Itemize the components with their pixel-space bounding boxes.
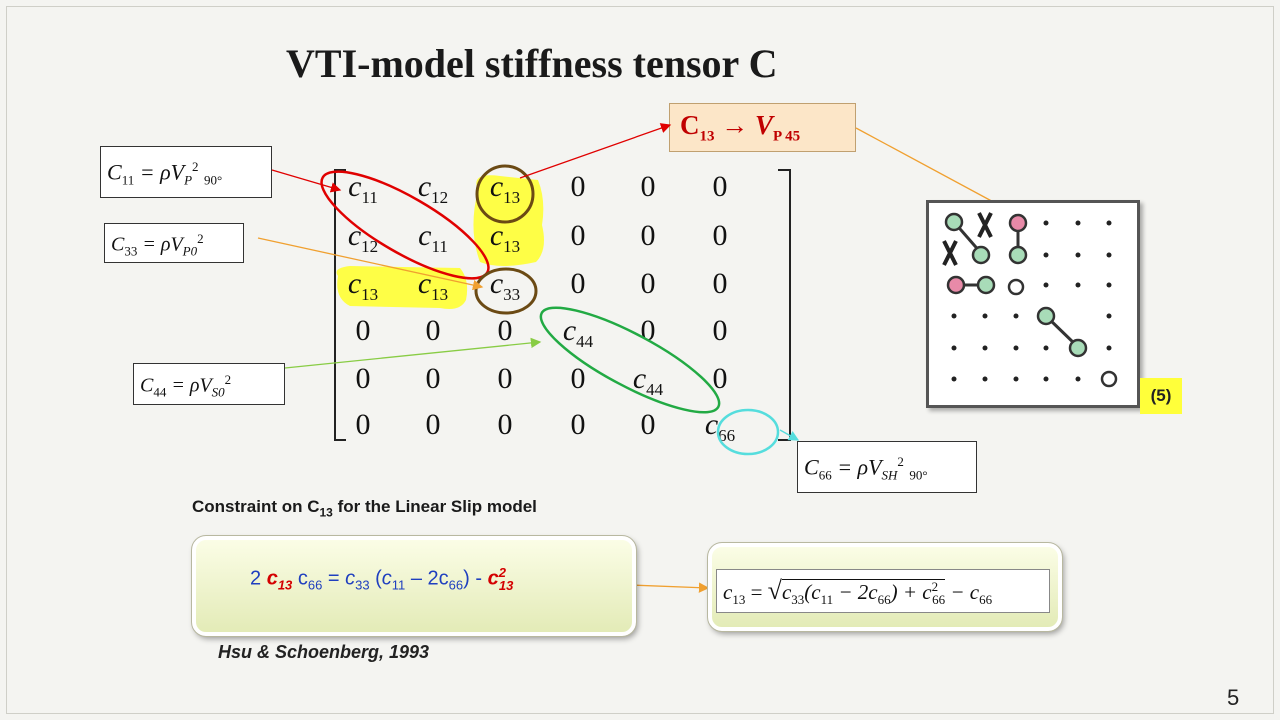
matrix-cell-2-1: c12 [348,219,378,256]
constraint-equation-panel [191,535,637,637]
symmetry-grid-graphic [942,212,1118,388]
matrix-cell-5-2: 0 [426,362,441,395]
equation-number: (5) [1140,378,1182,414]
arrow-c11 [271,169,342,193]
matrix-cell-5-6: 0 [713,362,728,395]
matrix-cell-6-6: c66 [705,408,735,445]
matrix-cell-3-1: c13 [348,267,378,304]
grid-dot [1106,345,1112,351]
arrow-c66 [779,429,800,441]
grid-dot [1075,220,1081,226]
arrow-c33 [257,237,484,291]
matrix-cell-6-4: 0 [571,408,586,441]
grid-dot [1075,282,1081,288]
matrix-cell-5-4: 0 [571,362,586,395]
arrow-c44 [284,337,542,369]
grid-dot [1106,252,1112,258]
matrix-cell-4-1: 0 [356,314,371,347]
matrix-cell-1-6: 0 [713,170,728,203]
grid-dot [1043,345,1049,351]
matrix-cell-2-2: c11 [418,219,448,256]
c13-vp45-box: C13 → VP 45 [669,103,856,152]
grid-dot [1043,252,1049,258]
arrow-vp45-to-grid [855,127,1014,213]
matrix-left-bracket [334,169,346,441]
matrix-cell-1-3: c13 [490,170,520,207]
grid-dot [1043,220,1049,226]
formula-c44: C44 = ρVS02 [133,363,285,405]
slide-frame [6,6,1274,714]
matrix-cell-6-1: 0 [356,408,371,441]
brown-ellipse-c33 [474,267,538,315]
constraint-label: Constraint on C13 for the Linear Slip mo… [192,497,537,520]
matrix-cell-2-5: 0 [641,219,656,252]
brown-circle-c13 [475,164,535,224]
page-number: 5 [1227,685,1240,710]
matrix-cell-3-6: 0 [713,267,728,300]
symmetry-grid [926,200,1140,408]
arrow-c13-to-vp45 [519,123,672,179]
matrix-cell-2-3: c13 [490,219,520,256]
formula-c66: C66 = ρVSH2 90° [797,441,977,493]
matrix-cell-4-4: c44 [563,314,594,351]
matrix-cell-4-2: 0 [426,314,441,347]
matrix-cell-5-1: 0 [356,362,371,395]
matrix-cell-3-3: c33 [490,267,520,304]
grid-dot [1043,282,1049,288]
formula-c33: C33 = ρVP02 [104,223,244,263]
matrix-cell-1-2: c12 [418,170,448,207]
matrix-cell-3-2: c13 [418,267,448,304]
grid-dot [1043,376,1049,382]
matrix-right-bracket [778,169,791,441]
matrix-cell-1-4: 0 [571,170,586,203]
grid-dot [1106,313,1112,319]
matrix-cell-3-5: 0 [641,267,656,300]
grid-dot [1106,282,1112,288]
grid-dot [1075,252,1081,258]
matrix-cell-6-3: 0 [498,408,513,441]
matrix-cell-6-5: 0 [641,408,656,441]
grid-dot [982,345,988,351]
matrix-cell-2-6: 0 [713,219,728,252]
grid-dot [1106,220,1112,226]
slide-title: VTI-model stiffness tensor C [286,41,778,86]
grid-dot [1013,345,1019,351]
grid-dot [1075,376,1081,382]
grid-dot [1013,313,1019,319]
matrix-cell-2-4: 0 [571,219,586,252]
grid-dot [982,313,988,319]
formula-c11: C11 = ρVP2 90° [100,146,272,198]
grid-dot [1013,376,1019,382]
grid-dot [951,313,957,319]
grid-dot [982,376,988,382]
matrix-cell-5-3: 0 [498,362,513,395]
green-ellipse-c44 [539,306,721,414]
solution-formula: c13 = √c33(c11 − 2c66) + c266 − c66 [716,569,1050,613]
constraint-equation: 2 c13 c66 = c33 (c11 – 2c66) - c213 [250,565,514,593]
matrix-cell-1-5: 0 [641,170,656,203]
grid-dot [951,376,957,382]
citation: Hsu & Schoenberg, 1993 [218,642,430,662]
matrix-cell-1-1: c11 [348,170,378,207]
matrix-cell-4-3: 0 [498,314,513,347]
matrix-cell-3-4: 0 [571,267,586,300]
matrix-cell-4-6: 0 [713,314,728,347]
matrix-cell-6-2: 0 [426,408,441,441]
matrix-cell-5-5: c44 [633,362,664,399]
cyan-ellipse-c66 [716,408,780,456]
grid-dot [951,345,957,351]
